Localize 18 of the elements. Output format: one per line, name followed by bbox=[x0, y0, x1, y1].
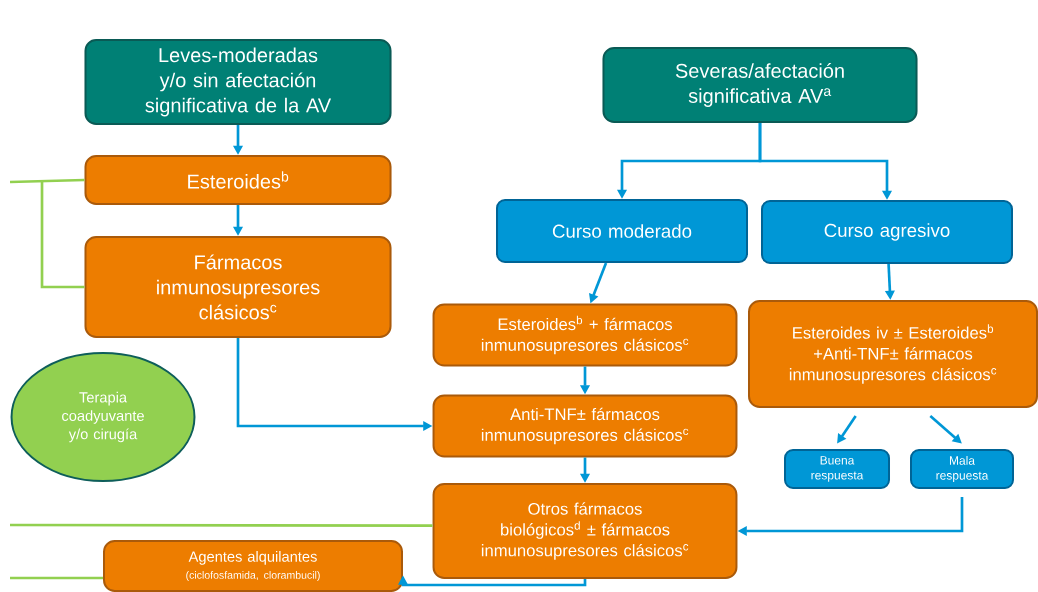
category-box: Severas/afectación significativa AV$^{a}$ bbox=[602, 47, 918, 123]
treatment-box: Otros fármacos biológicos$^{d}$ ± fármacos inmunosupresores clásicos$^{c}$ bbox=[432, 483, 738, 579]
arrow bbox=[929, 415, 962, 444]
response-box: Mala respuesta bbox=[910, 449, 1014, 489]
treatment-box: Esteroides iv ± Esteroides$^{b}$ +Anti-TNF± fármacos inmunosupresores clásicos$^{c}$ bbox=[748, 300, 1038, 408]
connector-line bbox=[10, 523, 433, 527]
course-box: Curso moderado bbox=[496, 199, 748, 263]
connector-line bbox=[9, 178, 85, 184]
treatment-box: Esteroides$^{b}$ bbox=[84, 155, 392, 205]
response-box: Buena respuesta bbox=[784, 449, 890, 489]
connector-line bbox=[40, 182, 85, 289]
treatment-box: Esteroides$^{b}$ + fármacos inmunosupresores clásicos$^{c}$ bbox=[432, 303, 738, 367]
course-box: Curso agresivo bbox=[761, 200, 1013, 264]
category-box: Leves-moderadas y/o sin afectación significativa de la AV bbox=[84, 39, 392, 125]
connector-line bbox=[10, 576, 103, 580]
treatment-box: Anti-TNF± fármacos inmunosupresores clásicos$^{c}$ bbox=[432, 394, 738, 458]
treatment-box: Fármacos inmunosupresores clásicos$^{c}$ bbox=[84, 236, 392, 338]
treatment-box: Agentes alquilantes (ciclofosfamida, clorambucil) bbox=[103, 540, 403, 592]
